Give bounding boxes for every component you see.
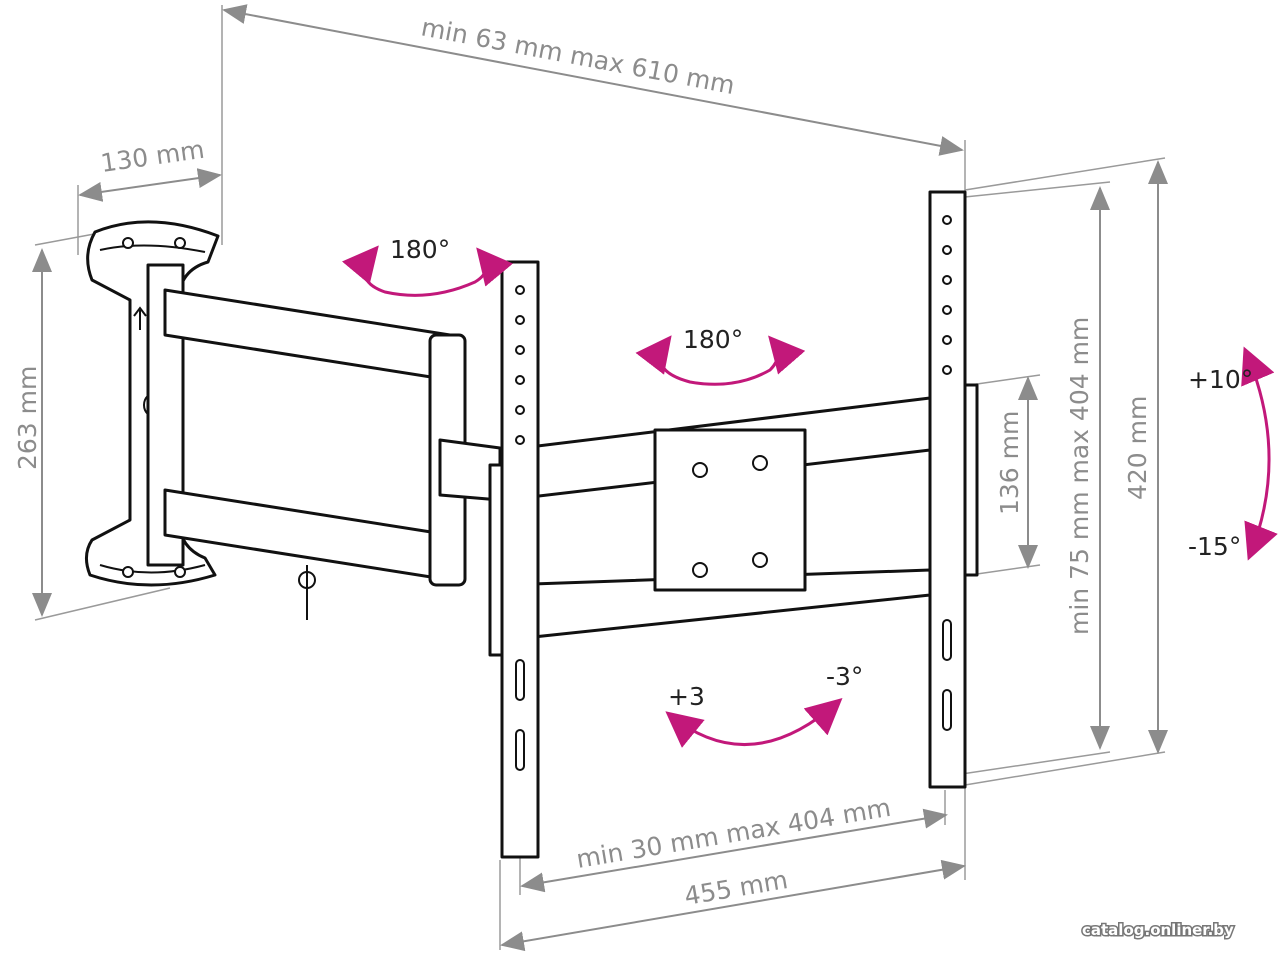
vesa-vertical-label: min 75 mm max 404 mm xyxy=(1065,317,1094,635)
tilt-down-label: -15° xyxy=(1188,532,1241,561)
swing-arms xyxy=(163,288,502,620)
vesa-horizontal-label: min 30 mm max 404 mm xyxy=(574,793,893,874)
crossbar-height-label: 136 mm xyxy=(995,411,1024,515)
dimension-lines xyxy=(32,4,1168,952)
watermark: catalog.onliner.by xyxy=(1082,921,1234,939)
rotate-minus-label: -3° xyxy=(826,662,863,691)
arm-swivel-angle-label: 180° xyxy=(390,235,450,264)
rail-holes xyxy=(515,215,952,771)
wall-plate-height-label: 263 mm xyxy=(13,366,42,470)
rotate-plus-label: +3 xyxy=(668,682,705,711)
tv-bracket xyxy=(488,190,979,859)
wall-plate-width-label: 130 mm xyxy=(99,135,206,178)
head-swivel-angle-label: 180° xyxy=(683,325,743,354)
rotation-arrows xyxy=(341,245,1278,748)
tilt-up-label: +10° xyxy=(1188,365,1253,394)
bracket-height-label: 420 mm xyxy=(1123,396,1152,500)
